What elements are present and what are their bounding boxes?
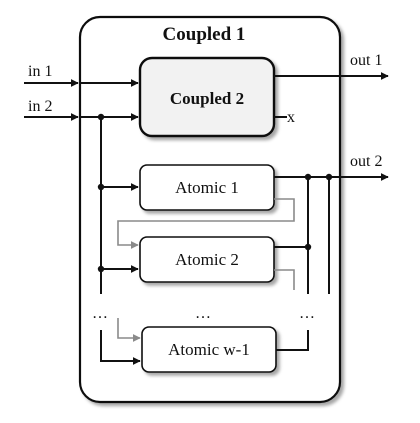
- middle-ellipsis: …: [195, 305, 212, 322]
- atomic-1-box: [139, 164, 275, 211]
- unconnected-port-x: x: [287, 109, 295, 126]
- atomic-2-box: [139, 236, 275, 283]
- junction-out2-right: [325, 173, 333, 181]
- coupled-2-label: Coupled 2: [170, 89, 244, 108]
- coupling-atomic2-to-next: [274, 269, 295, 290]
- atomic-1-label: Atomic 1: [175, 178, 239, 197]
- junction-atomic2-out: [304, 243, 312, 251]
- coupling-prev-to-atomic-w-1: [117, 318, 141, 342]
- junction-in2-top: [97, 113, 105, 121]
- coupled-1-title: Coupled 1: [163, 24, 246, 45]
- coupling-atomic1-to-atomic2: [117, 198, 295, 249]
- input-label-in1: in 1: [28, 63, 52, 80]
- input-label-in2: in 2: [28, 98, 52, 115]
- output-label-out2: out 2: [350, 153, 382, 170]
- output-label-out1: out 1: [350, 52, 382, 69]
- right-ellipsis: …: [299, 305, 316, 322]
- left-ellipsis: …: [92, 305, 109, 322]
- atomic-2-label: Atomic 2: [175, 250, 239, 269]
- atomic-w-1-label: Atomic w-1: [168, 340, 250, 359]
- junction-out2-inner: [304, 173, 312, 181]
- bus-to-atomic-w-1: [100, 330, 141, 365]
- coupled-2-box: [138, 56, 276, 138]
- atomic-w-1-to-bus: [276, 330, 309, 351]
